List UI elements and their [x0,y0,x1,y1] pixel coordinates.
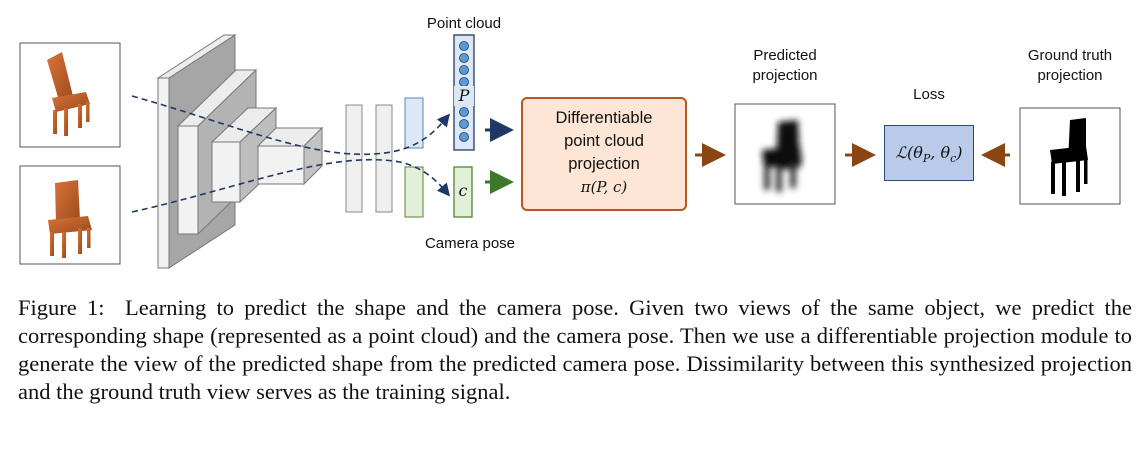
chair-image-2 [48,180,92,258]
point-dot [459,53,469,63]
silhouette-chair-image [1050,118,1088,196]
ground-truth-label-line1: Ground truth [1027,47,1113,64]
input-view-1 [19,42,121,148]
camera-pose-label: Camera pose [424,235,516,252]
module-formula: π(P, c) [580,178,628,196]
dashed-flow-bottom [131,158,451,213]
module-title-line2: point cloud [564,132,644,150]
blurred-chair-image [762,120,802,192]
figure-caption: Figure 1: Learning to predict the shape … [18,294,1132,406]
cnn-encoder [156,34,324,269]
point-dot [459,132,469,142]
predicted-label-line1: Predicted [753,47,817,64]
dashed-flow-top [131,95,451,156]
ground-truth-label-line2: projection [1037,67,1103,84]
loss-box: ℒ(θP, θc) [884,125,974,181]
fc-layer-2 [375,104,393,213]
projection-module: Differentiable point cloud projection π(… [521,97,687,211]
point-dot [459,65,469,75]
loss-label: Loss [913,86,945,103]
camera-branch-box [404,166,424,218]
predicted-label-line2: projection [752,67,818,84]
point-cloud-symbol: P [454,86,474,106]
input-view-2 [19,165,121,265]
point-dot [459,107,469,117]
cnn-layer-4 [256,126,324,186]
point-dot [459,119,469,129]
predicted-projection [734,103,836,205]
chair-image-1 [47,52,90,136]
camera-symbol: c [458,181,468,200]
ground-truth-label: Ground truth projection [1000,46,1140,86]
fc-layer-1 [345,104,363,213]
point-dot [459,41,469,51]
pipeline-diagram [19,34,1121,269]
ground-truth-projection [1019,107,1121,205]
caption-text: Learning to predict the shape and the ca… [18,295,1132,404]
camera-vector [453,166,473,218]
module-title-line1: Differentiable [555,109,653,127]
point-cloud-label: Point cloud [426,15,502,32]
predicted-projection-label: Predicted projection [735,46,835,86]
point-branch-box [404,97,424,149]
caption-label: Figure 1: [18,295,105,320]
module-title-line3: projection [568,155,640,173]
